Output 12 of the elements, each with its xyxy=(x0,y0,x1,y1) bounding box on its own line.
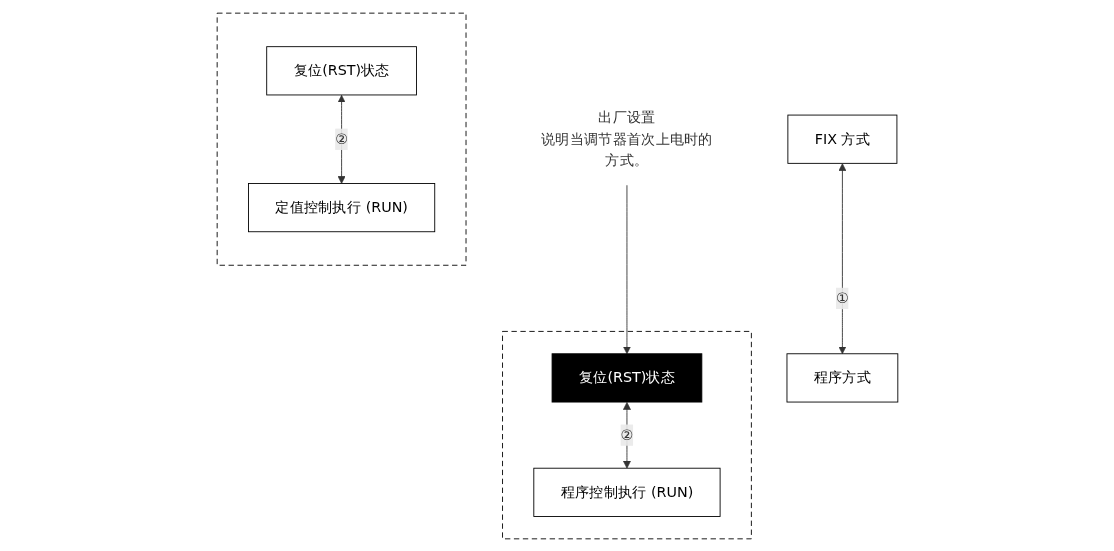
cluster xyxy=(216,12,466,266)
node-box: 定值控制执行 (RUN) xyxy=(247,182,435,232)
cluster xyxy=(501,330,752,539)
edge-label: ① xyxy=(835,288,849,306)
edge-label: ② xyxy=(334,129,348,147)
node-box: 复位(RST)状态 xyxy=(265,45,417,95)
edge-label: ② xyxy=(620,425,633,443)
node-box: 程序方式 xyxy=(786,352,898,402)
node-box: FIX 方式 xyxy=(786,114,897,164)
node-box: 程序控制执行 (RUN) xyxy=(532,467,721,517)
node-box: 复位(RST)状态 xyxy=(551,352,702,402)
node-text: 出厂设置 说明当调节器首次上电时的方式。 xyxy=(540,108,713,169)
